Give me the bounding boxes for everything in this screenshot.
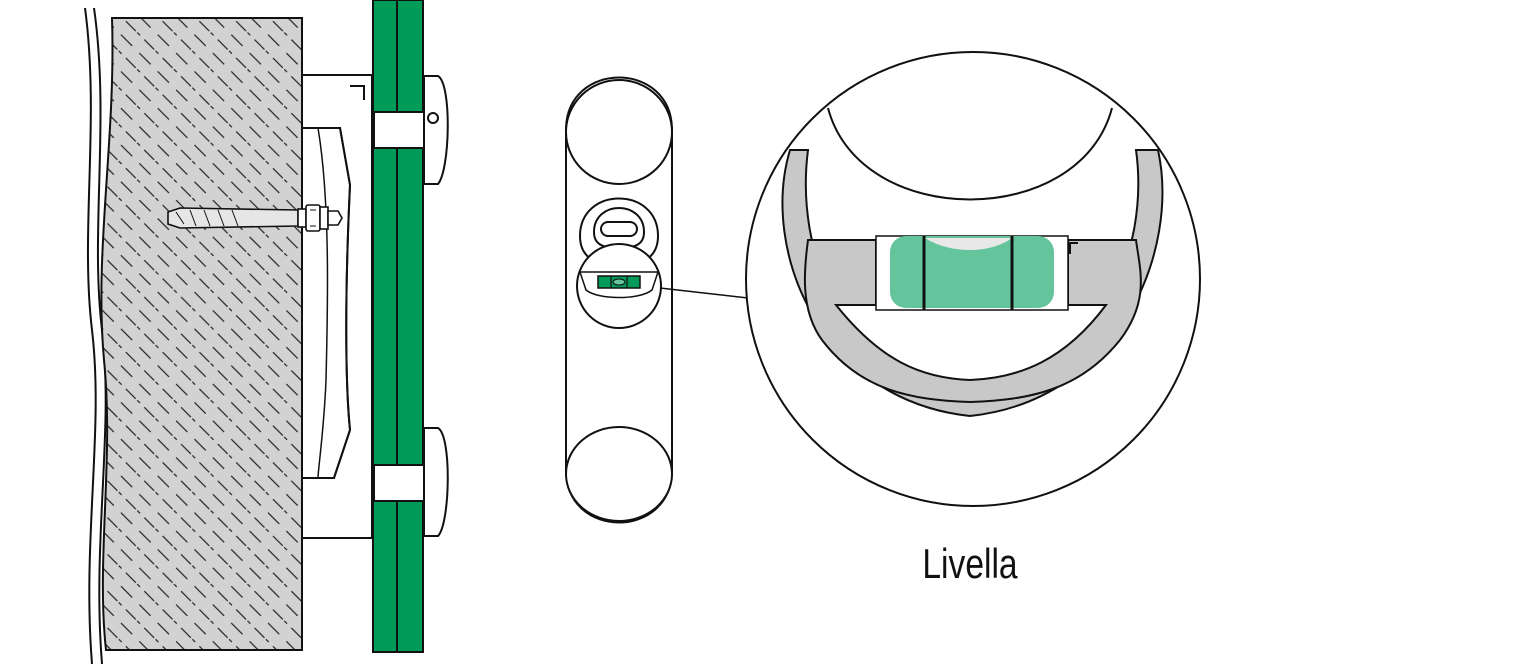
spirit-level-small [578, 271, 660, 299]
expansion-anchor-bolt-icon [167, 204, 343, 232]
glass-panel [372, 0, 424, 653]
clamp-cap-top [423, 75, 449, 185]
clamp-pads [373, 111, 425, 502]
bracket-front-view [565, 76, 673, 524]
level-caption: Livella [922, 540, 1018, 587]
clamp-bracket [301, 74, 373, 539]
zoom-leader-line [659, 287, 749, 299]
clamp-cap-bottom [423, 427, 449, 537]
level-zoom-detail [745, 51, 1201, 507]
concrete-wall [100, 17, 303, 651]
